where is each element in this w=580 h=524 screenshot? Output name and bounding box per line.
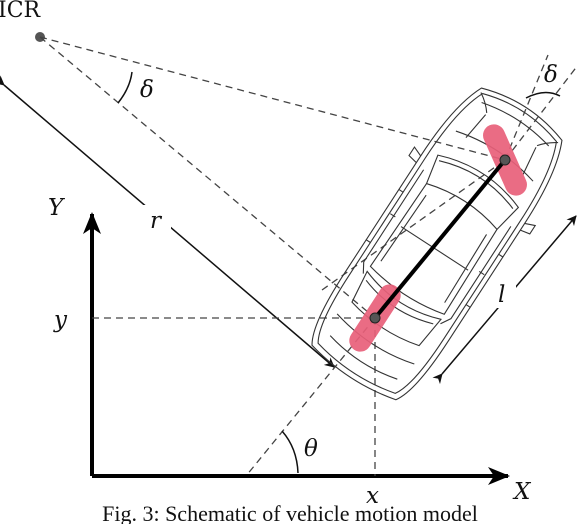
theta-arc	[281, 430, 299, 474]
x-value-label: x	[366, 483, 379, 509]
delta-label-front: δ	[544, 62, 558, 88]
icr-label: ICR	[0, 0, 42, 23]
heading-line-rear	[245, 317, 376, 477]
y-axis-label: Y	[48, 195, 66, 221]
delta-arc-icr	[117, 71, 133, 104]
theta-label: θ	[304, 436, 318, 462]
icr-to-front-line	[39, 36, 506, 161]
delta-arc-front	[525, 91, 561, 99]
front-axle-point	[499, 154, 511, 166]
figure-caption: Fig. 3: Schematic of vehicle motion mode…	[102, 501, 478, 524]
wheelbase-line	[373, 158, 507, 320]
front-steer-line	[504, 64, 579, 161]
front-wheel-direction-line	[321, 159, 506, 291]
y-value-label: y	[53, 307, 68, 333]
radius-label: r	[150, 208, 163, 234]
x-axis-label: X	[512, 479, 532, 505]
delta-label-icr: δ	[140, 77, 154, 103]
wheelbase-label: l	[498, 282, 505, 308]
heading-extension-line	[504, 54, 549, 161]
rear-axle-point	[369, 312, 381, 324]
